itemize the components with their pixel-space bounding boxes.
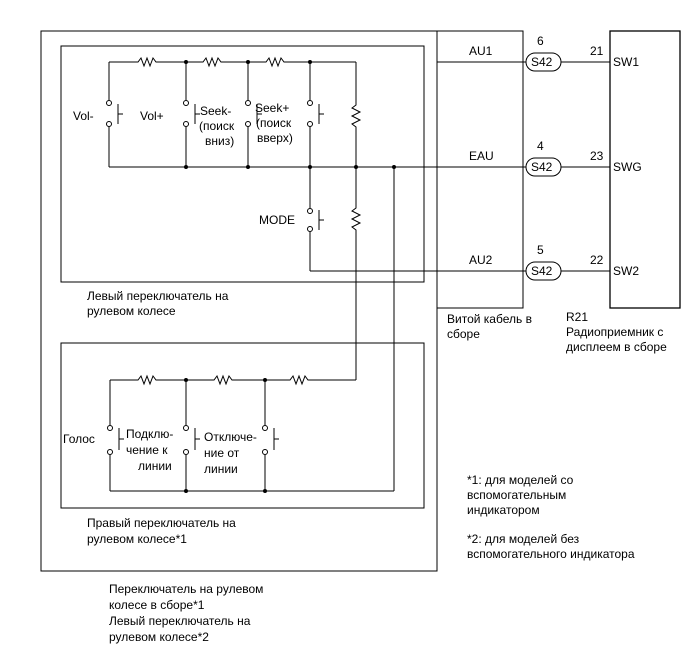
signal-au1: AU1 bbox=[469, 44, 493, 58]
left-switch-caption-2: рулевом колесе bbox=[87, 304, 176, 318]
voice-label: Голос bbox=[63, 432, 95, 446]
vol-plus-label: Vol+ bbox=[140, 109, 164, 123]
pin-6-number: 6 bbox=[537, 34, 544, 48]
terminal-sw1: SW1 bbox=[613, 55, 639, 69]
note-1-line-1: *1: для моделей со bbox=[467, 473, 574, 487]
assembly-caption-2: колесе в сборе*1 bbox=[109, 598, 205, 612]
note-2-line-2: вспомогательного индикатора bbox=[467, 547, 635, 561]
left-switch-circuit bbox=[106, 56, 526, 491]
signal-eau: EAU bbox=[469, 149, 494, 163]
note-2-line-1: *2: для моделей без bbox=[467, 532, 580, 546]
connector-s42-pin-4 bbox=[525, 157, 562, 177]
radio-pin-23: 23 bbox=[590, 149, 604, 163]
right-switch-box bbox=[60, 342, 425, 509]
connect-label-1: Подклю- bbox=[126, 427, 173, 441]
connect-label-2: чение к bbox=[126, 443, 168, 457]
note-1-line-2: вспомогательным bbox=[467, 488, 566, 502]
disconnect-label-1: Отключе- bbox=[204, 430, 257, 444]
left-switch-caption-1: Левый переключатель на bbox=[87, 289, 229, 303]
right-switch-caption-1: Правый переключатель на bbox=[87, 516, 236, 530]
connector-id-2: S42 bbox=[531, 160, 553, 174]
disconnect-label-2: ние от bbox=[204, 446, 240, 460]
assembly-caption-4: рулевом колесе*2 bbox=[109, 630, 209, 644]
radio-caption-2: Радиоприемник с bbox=[566, 325, 663, 339]
spiral-cable-caption-2: сборе bbox=[447, 327, 480, 341]
radio-caption-3: дисплеем в сборе bbox=[566, 340, 667, 354]
radio-caption-1: R21 bbox=[566, 310, 588, 324]
assembly-caption-1: Переключатель на рулевом bbox=[109, 582, 263, 596]
seek-minus-sub-2: вниз) bbox=[205, 134, 234, 148]
connector-id-1: S42 bbox=[531, 55, 553, 69]
pin-5-number: 5 bbox=[537, 243, 544, 257]
terminal-sw2: SW2 bbox=[613, 264, 639, 278]
right-switch-circuit bbox=[107, 374, 394, 493]
connector-id-3: S42 bbox=[531, 264, 553, 278]
spiral-cable-caption-1: Витой кабель в bbox=[447, 312, 532, 326]
seek-plus-label: Seek+ bbox=[255, 101, 289, 115]
pin-4-number: 4 bbox=[537, 139, 544, 153]
terminal-swg: SWG bbox=[613, 160, 642, 174]
disconnect-label-3: линии bbox=[204, 462, 238, 476]
vol-minus-label: Vol- bbox=[73, 109, 94, 123]
connect-label-3: линии bbox=[138, 459, 172, 473]
radio-pin-22: 22 bbox=[590, 253, 604, 267]
seek-plus-sub-2: вверх) bbox=[257, 131, 293, 145]
radio-receiver-box bbox=[609, 30, 681, 309]
assembly-caption-3: Левый переключатель на bbox=[109, 614, 251, 628]
harness-wires bbox=[437, 52, 610, 281]
note-1-line-3: индикатором bbox=[467, 503, 540, 517]
mode-label: MODE bbox=[259, 213, 295, 227]
connector-s42-pin-5 bbox=[525, 261, 562, 281]
radio-pin-21: 21 bbox=[590, 44, 604, 58]
spiral-cable-box bbox=[436, 30, 524, 309]
seek-minus-sub-1: (поиск bbox=[199, 119, 235, 133]
signal-au2: AU2 bbox=[469, 253, 493, 267]
connector-s42-pin-6 bbox=[525, 52, 562, 72]
seek-minus-label: Seek- bbox=[200, 104, 231, 118]
seek-plus-sub-1: (поиск bbox=[256, 116, 292, 130]
left-switch-box bbox=[60, 45, 425, 283]
right-switch-caption-2: рулевом колесе*1 bbox=[87, 532, 187, 546]
